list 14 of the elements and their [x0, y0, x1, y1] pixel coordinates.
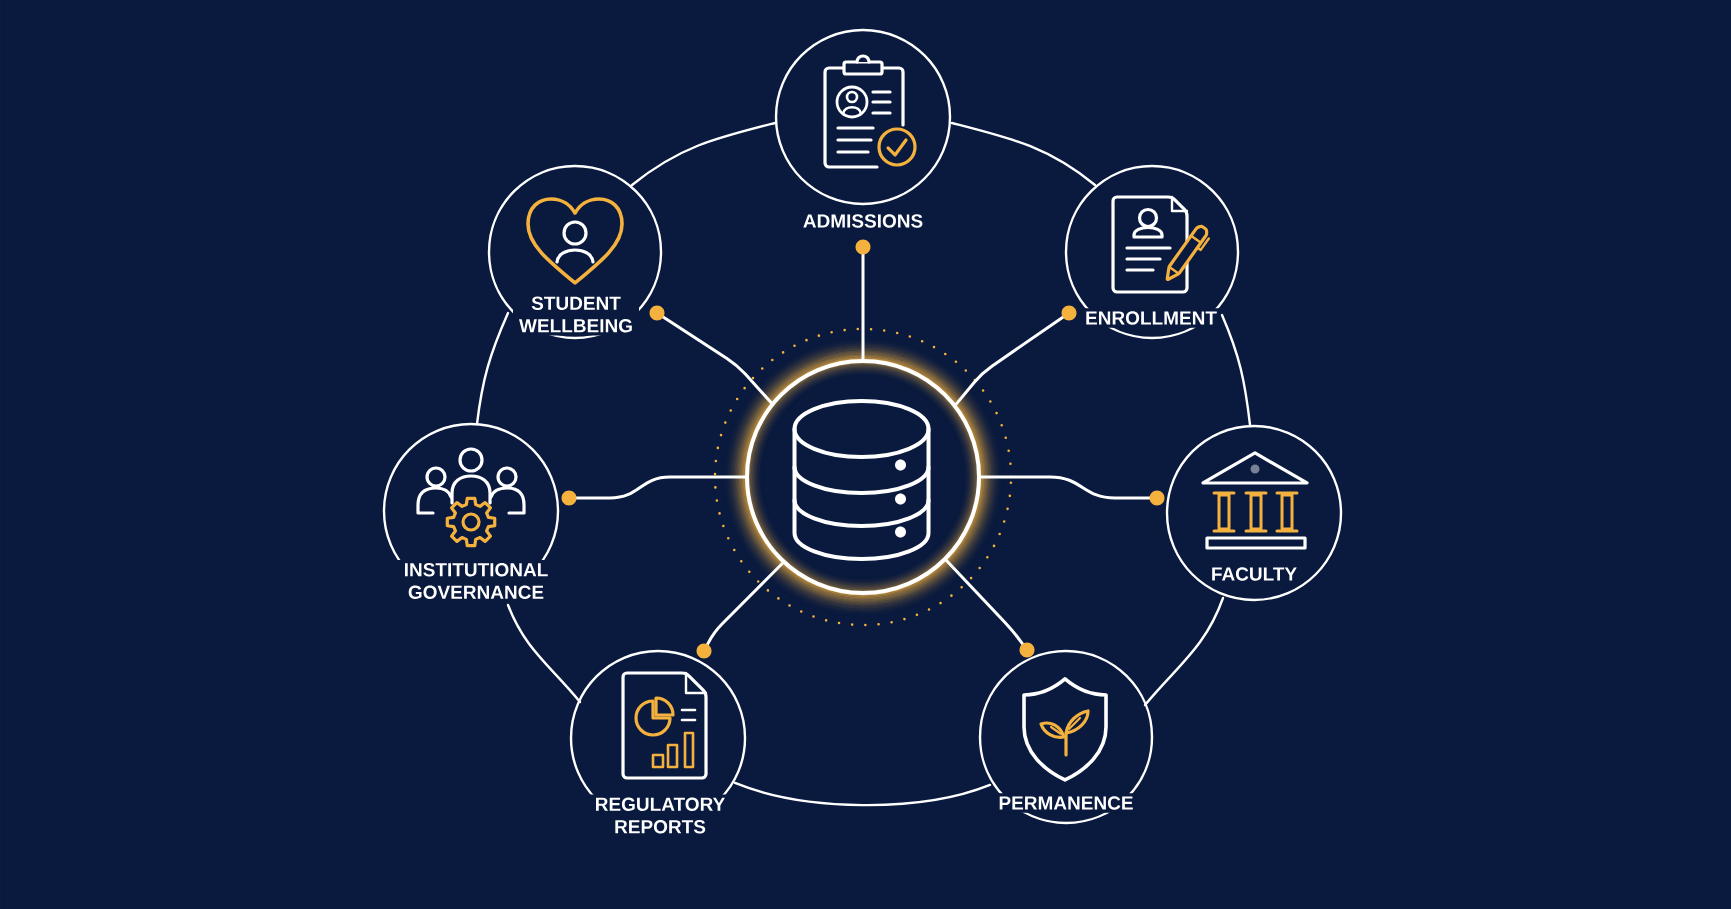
ring-arc — [630, 121, 777, 187]
node-label: PERMANENCE — [995, 793, 1137, 813]
ring-arc — [733, 781, 992, 807]
node-label: ENROLLMENT — [1082, 308, 1220, 328]
ring-arc — [475, 311, 510, 426]
ring-arc — [1143, 596, 1225, 707]
node-label: STUDENT WELLBEING — [513, 293, 639, 336]
node-label: REGULATORY REPORTS — [587, 794, 733, 837]
ring-arc — [1220, 313, 1252, 427]
ring-arc — [506, 603, 582, 704]
node-label: FACULTY — [1212, 567, 1297, 581]
ring-arc — [950, 121, 1097, 187]
node-label: ADMISSIONS — [799, 211, 927, 231]
node-label: INSTITUTIONAL GOVERNANCE — [397, 560, 555, 602]
